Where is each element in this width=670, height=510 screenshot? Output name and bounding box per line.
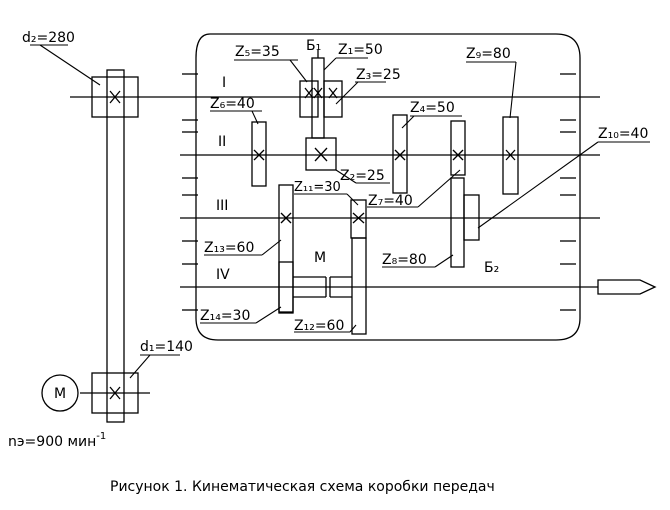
gear-z6-label: Z₆=40 — [210, 96, 255, 112]
gear-z5-label: Z₅=35 — [235, 44, 280, 60]
belt-drive — [80, 69, 150, 423]
gear-z4 — [392, 114, 408, 194]
gear-z14 — [278, 261, 294, 313]
gear-z4-label: Z₄=50 — [410, 100, 455, 116]
gear-z12-label: Z₁₂=60 — [294, 318, 344, 334]
bearings-left — [182, 73, 198, 311]
gear-z3-label: Z₃=25 — [356, 67, 401, 83]
figure-caption: Рисунок 1. Кинематическая схема коробки … — [110, 479, 495, 495]
pulley-d2-label: d₂=280 — [22, 30, 75, 46]
gear-block-b2 — [450, 177, 480, 268]
clutch-m — [293, 276, 352, 298]
pulley-d2 — [91, 76, 139, 118]
gear-z6 — [251, 121, 267, 187]
gear-z13-label: Z₁₃=60 — [204, 240, 254, 256]
motor-icon — [41, 374, 79, 412]
gear-z14-label: Z₁₄=30 — [200, 308, 250, 324]
bearings-right — [560, 73, 576, 311]
gear-z7-label: Z₇=40 — [368, 193, 413, 209]
motor-symbol: М — [54, 386, 66, 402]
belt — [106, 69, 125, 423]
gear-z8-label: Z₈=80 — [382, 252, 427, 268]
leader-lines — [30, 44, 650, 379]
clutch-label: М — [314, 250, 326, 266]
gear-z7 — [450, 120, 466, 176]
motor-speed-exp: -1 — [96, 431, 106, 442]
pulley-d1-label: d₁=140 — [140, 339, 193, 355]
gear-z10-label: Z₁₀=40 — [598, 126, 648, 142]
motor-speed-value: nэ=900 мин — [8, 434, 96, 450]
gear-z9-label: Z₉=80 — [466, 46, 511, 62]
motor-speed-label: nэ=900 мин-1 — [8, 431, 106, 450]
shaft-3-label: III — [216, 198, 228, 214]
gear-z13 — [278, 184, 294, 314]
gearbox-housing — [195, 33, 581, 341]
block-b1-label: Б₁ — [306, 38, 321, 54]
gear-block-b1 — [299, 50, 343, 139]
output-shaft-arrow — [597, 279, 657, 295]
shaft-4-label: IV — [216, 267, 230, 283]
shaft-2-label: II — [218, 134, 226, 150]
gear-z11-label: Z₁₁=30 — [294, 180, 341, 195]
gear-z1-label: Z₁=50 — [338, 42, 383, 58]
shaft-1-label: I — [222, 75, 226, 91]
gear-z12 — [351, 237, 367, 335]
gear-z11 — [350, 199, 367, 239]
gear-z2 — [305, 137, 337, 171]
block-b2-label: Б₂ — [484, 260, 499, 276]
gear-z2-label: Z₂=25 — [340, 168, 385, 184]
